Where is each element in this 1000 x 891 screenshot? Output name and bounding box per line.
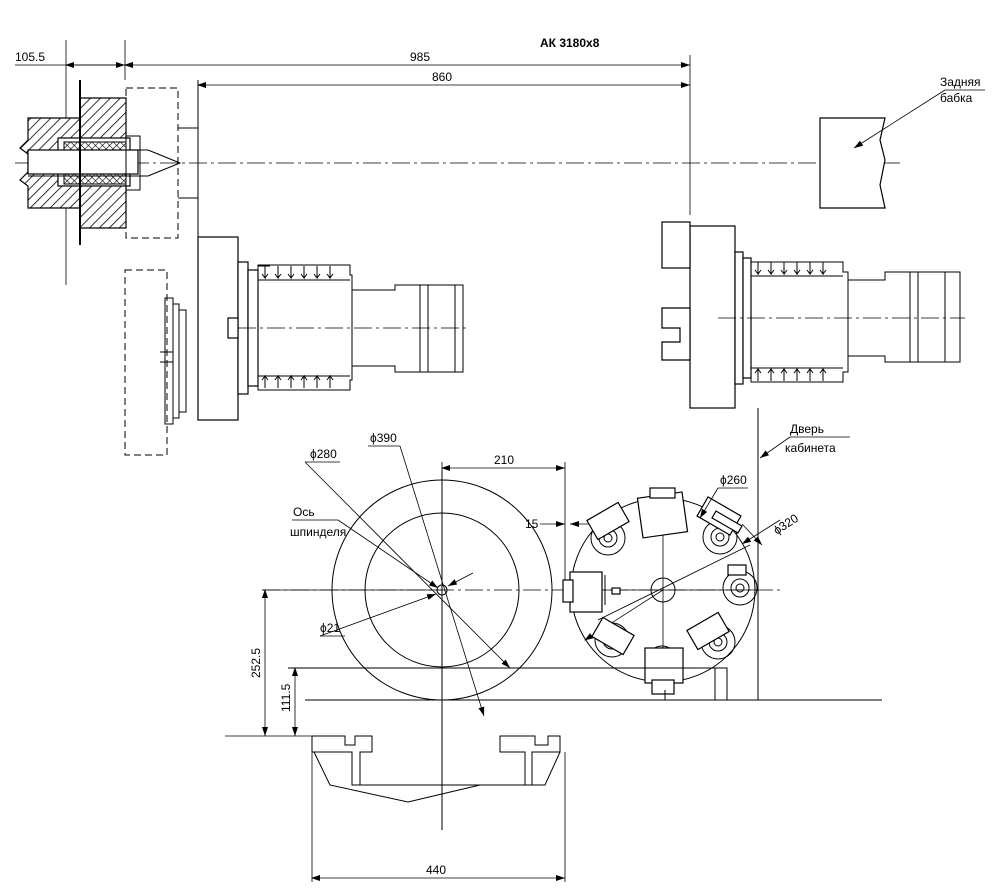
dim-985-label: 985 <box>410 50 430 64</box>
door-label-2: кабинета <box>785 441 836 455</box>
left-lower-turret <box>124 269 187 456</box>
dimension-210: 210 <box>441 453 566 590</box>
dim-440-label: 440 <box>426 863 446 877</box>
phi-260-label: ϕ260 <box>720 473 747 487</box>
dimension-252: 252.5 <box>225 589 442 737</box>
dim-252-label: 252.5 <box>249 648 263 678</box>
cabinet-door: Дверь кабинета <box>757 408 850 700</box>
top-view: АК 3180x8 105.5 985 860 <box>15 36 985 456</box>
phi-280-label: ϕ280 <box>310 447 337 461</box>
turret: ϕ260 ϕ320 <box>562 473 801 695</box>
phi-390-label: ϕ390 <box>370 431 397 445</box>
dimension-440: 440 <box>311 863 565 881</box>
machine-bed <box>311 735 566 882</box>
dim-105-label: 105.5 <box>15 50 45 64</box>
dimension-111: 111.5 <box>279 667 298 736</box>
tailstock-label-2: бабка <box>940 91 973 105</box>
dim-111-label: 111.5 <box>279 683 293 712</box>
drawing-title: АК 3180x8 <box>540 36 600 50</box>
left-tool-holder <box>197 236 470 421</box>
chuck-dashed-outline <box>125 87 179 239</box>
dim-210-label: 210 <box>494 453 514 467</box>
tailstock-label-1: Задняя <box>940 75 981 89</box>
turret-tool-stations <box>562 487 763 695</box>
dim-860-label: 860 <box>432 70 452 84</box>
phi-320-label: ϕ320 <box>771 511 801 537</box>
cross-section-view: ϕ280 ϕ390 ϕ21 Ось шпинделя 210 15 <box>225 408 882 882</box>
diameter-leaders: ϕ280 ϕ390 ϕ21 Ось шпинделя <box>290 431 511 717</box>
dimension-15: 15 <box>525 517 600 531</box>
axis-label-1: Ось <box>293 505 315 519</box>
door-label-1: Дверь <box>790 422 824 436</box>
phi-21-label: ϕ21 <box>320 621 340 635</box>
right-tool-holder <box>661 221 965 409</box>
spindle-nose <box>19 80 182 245</box>
axis-label-2: шпинделя <box>290 525 346 539</box>
dim-15-label: 15 <box>525 517 539 531</box>
tailstock: Задняя бабка <box>819 75 985 209</box>
dimension-860: 860 <box>197 70 690 88</box>
dimension-985: 985 <box>124 50 691 215</box>
